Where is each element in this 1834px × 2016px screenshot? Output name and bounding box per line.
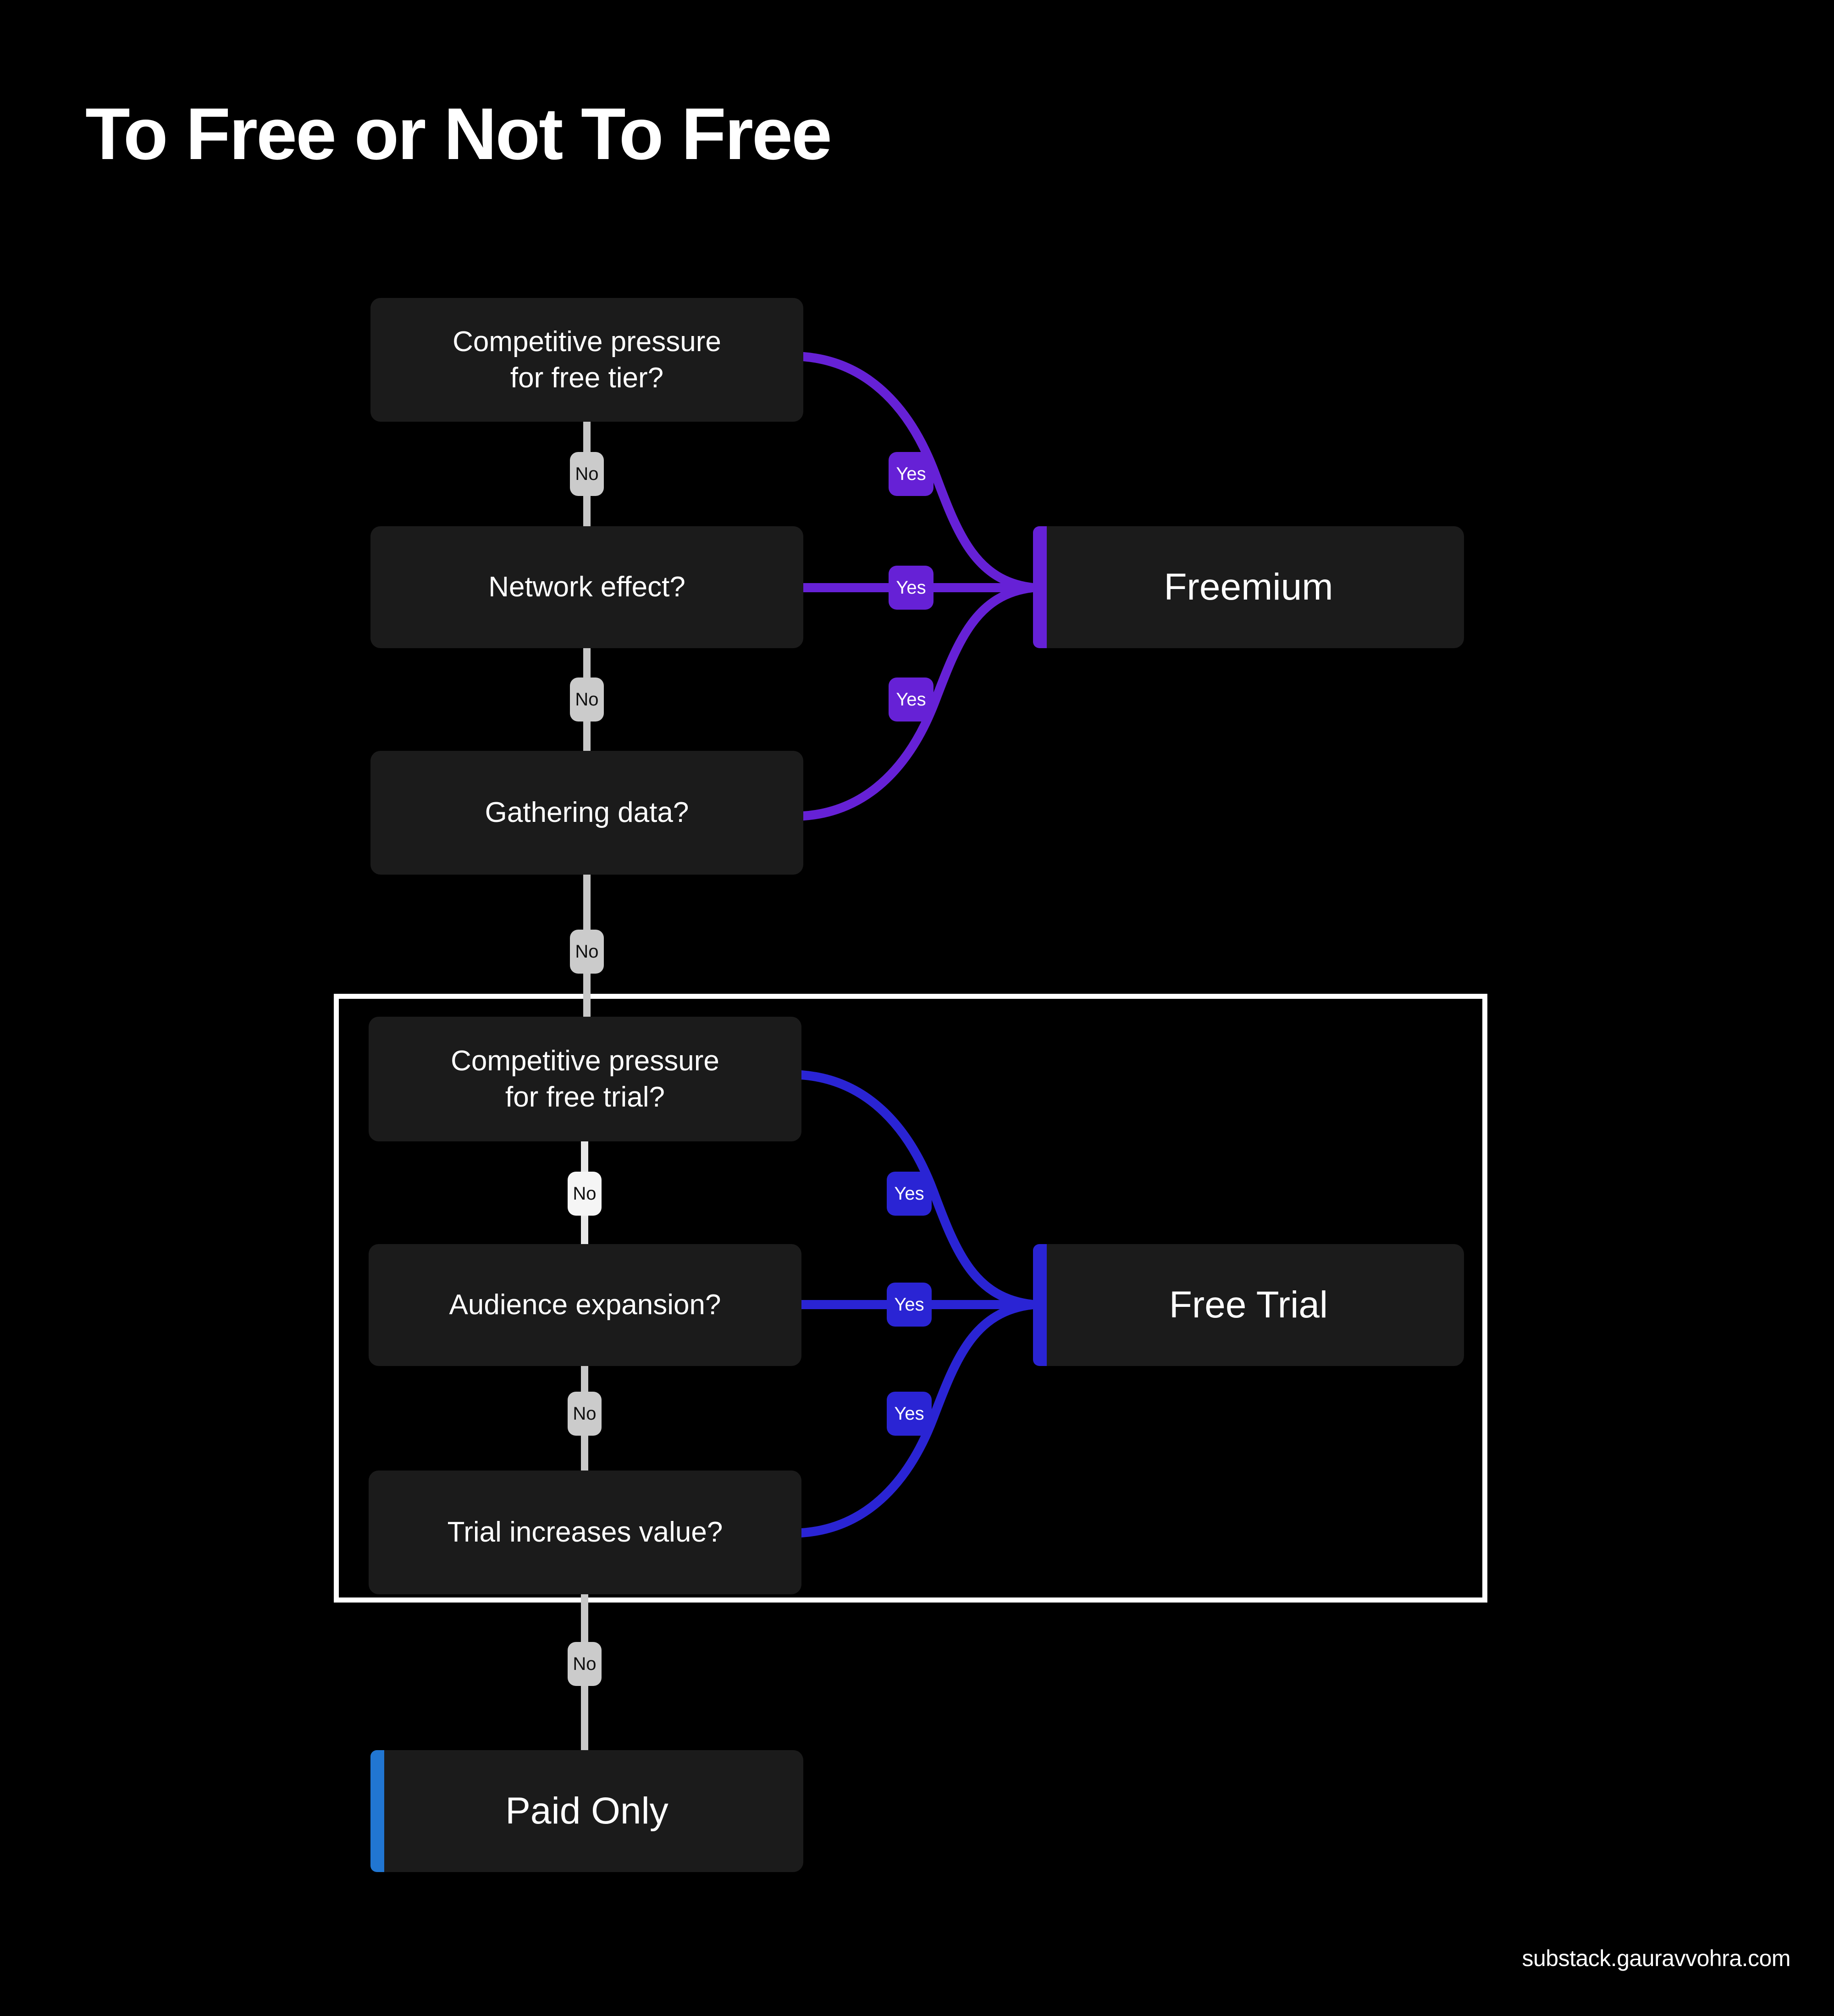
edge-label-yes-5: Yes <box>887 1283 932 1327</box>
pill-text: No <box>573 1404 597 1424</box>
pill-text: Yes <box>896 464 926 484</box>
node-network-effect[interactable]: Network effect? <box>370 526 803 648</box>
node-label: Free Trial <box>1169 1283 1328 1326</box>
pill-text: No <box>573 1654 597 1674</box>
free-trial-accent-bar <box>1033 1244 1047 1366</box>
node-label: Competitive pressure for free trial? <box>451 1045 719 1113</box>
pill-text: No <box>573 1184 597 1204</box>
pill-text: No <box>575 942 599 962</box>
node-competitive-pressure-free-tier[interactable]: Competitive pressure for free tier? <box>370 298 803 422</box>
node-freemium[interactable]: Freemium <box>1033 526 1464 648</box>
node-label: Competitive pressure for free tier? <box>453 325 721 394</box>
edge-label-no-5: No <box>568 1392 602 1436</box>
edge-label-yes-4: Yes <box>887 1172 932 1216</box>
node-label: Trial increases value? <box>447 1516 723 1548</box>
node-label: Freemium <box>1164 566 1333 608</box>
paid-only-accent-bar <box>370 1750 384 1872</box>
node-label: Paid Only <box>505 1790 668 1832</box>
free-trial-group-outline <box>334 994 1487 1603</box>
edge-label-yes-3: Yes <box>889 678 934 722</box>
freemium-accent-bar <box>1033 526 1047 648</box>
edge-label-no-2: No <box>570 678 604 722</box>
node-label: Network effect? <box>488 571 685 603</box>
edge-label-no-3: No <box>570 930 604 974</box>
pill-text: Yes <box>896 578 926 598</box>
node-gathering-data[interactable]: Gathering data? <box>370 751 803 875</box>
footer-url: substack.gauravvohra.com <box>1522 1945 1790 1971</box>
pill-text: Yes <box>894 1404 924 1424</box>
edge-label-no-1: No <box>570 452 604 496</box>
edge-label-yes-6: Yes <box>887 1392 932 1436</box>
page-title: To Free or Not To Free <box>85 93 832 175</box>
node-label: Audience expansion? <box>449 1289 721 1321</box>
pill-text: Yes <box>894 1184 924 1204</box>
node-competitive-pressure-free-trial[interactable]: Competitive pressure for free trial? <box>369 1017 801 1141</box>
node-trial-increases-value[interactable]: Trial increases value? <box>369 1471 801 1594</box>
pill-text: Yes <box>894 1294 924 1315</box>
pill-text: Yes <box>896 689 926 710</box>
pill-text: No <box>575 464 599 484</box>
node-free-trial[interactable]: Free Trial <box>1033 1244 1464 1366</box>
node-label: Gathering data? <box>485 797 689 829</box>
edge-label-no-4: No <box>568 1172 602 1216</box>
pill-text: No <box>575 689 599 710</box>
node-paid-only[interactable]: Paid Only <box>370 1750 803 1872</box>
edge-label-yes-2: Yes <box>889 566 934 610</box>
edge-label-no-6: No <box>568 1642 602 1686</box>
node-audience-expansion[interactable]: Audience expansion? <box>369 1244 801 1366</box>
edge-label-yes-1: Yes <box>889 452 934 496</box>
